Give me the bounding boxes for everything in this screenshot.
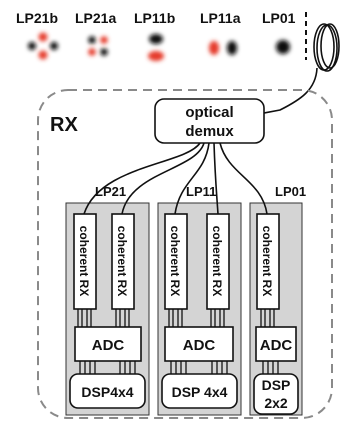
svg-text:DSP: DSP <box>262 377 291 393</box>
mode-profile-lp21b <box>28 32 58 60</box>
optical-demux-label-line2: demux <box>185 123 234 140</box>
adc-lp11: ADC <box>164 326 234 362</box>
adc-lp01: ADC <box>255 326 297 362</box>
input-fiber <box>247 67 318 117</box>
svg-text:coherent RX: coherent RX <box>77 226 91 297</box>
demux-output-fibers <box>83 142 268 215</box>
mode-label-lp21b: LP21b <box>16 10 58 26</box>
mode-label-lp21a: LP21a <box>75 10 116 26</box>
group-label-lp11: LP11 <box>186 184 216 199</box>
coherent-rx-lp21-1: coherent RX <box>73 213 97 310</box>
svg-text:2x2: 2x2 <box>264 395 288 411</box>
coherent-rx-lp21-2: coherent RX <box>111 213 135 310</box>
svg-text:ADC: ADC <box>260 337 293 354</box>
group-label-lp21: LP21 <box>95 184 126 199</box>
svg-text:coherent RX: coherent RX <box>210 226 224 297</box>
mode-label-lp01: LP01 <box>262 10 296 26</box>
signal-lines <box>77 309 279 374</box>
dsp-lp11: DSP 4x4 <box>161 373 238 409</box>
adc-lp21: ADC <box>74 326 142 362</box>
svg-text:DSP 4x4: DSP 4x4 <box>172 384 228 400</box>
mode-label-lp11b: LP11b <box>134 10 175 26</box>
coherent-rx-lp01: coherent RX <box>256 213 280 310</box>
coherent-rx-lp11-1: coherent RX <box>164 213 188 310</box>
svg-text:ADC: ADC <box>92 337 125 354</box>
mode-label-lp11a: LP11a <box>200 10 241 26</box>
mode-profile-lp11a <box>209 41 237 55</box>
svg-text:coherent RX: coherent RX <box>260 226 274 297</box>
coherent-rx-lp11-2: coherent RX <box>206 213 230 310</box>
mode-profile-lp11b <box>148 34 164 61</box>
svg-text:coherent RX: coherent RX <box>115 226 129 297</box>
optical-demux-label-line1: optical <box>185 104 233 121</box>
group-label-lp01: LP01 <box>275 184 306 199</box>
rx-boundary <box>37 89 333 419</box>
svg-text:ADC: ADC <box>183 337 216 354</box>
optical-demux-box <box>154 98 265 144</box>
svg-text:coherent RX: coherent RX <box>168 226 182 297</box>
dsp-lp21: DSP4x4 <box>69 373 146 409</box>
rx-label: RX <box>50 114 78 136</box>
svg-text:DSP4x4: DSP4x4 <box>81 384 133 400</box>
mode-profile-lp01 <box>276 40 290 54</box>
mode-profile-lp21a <box>88 36 108 56</box>
dsp-lp01: DSP 2x2 <box>253 373 299 415</box>
fiber-coil <box>313 23 340 72</box>
